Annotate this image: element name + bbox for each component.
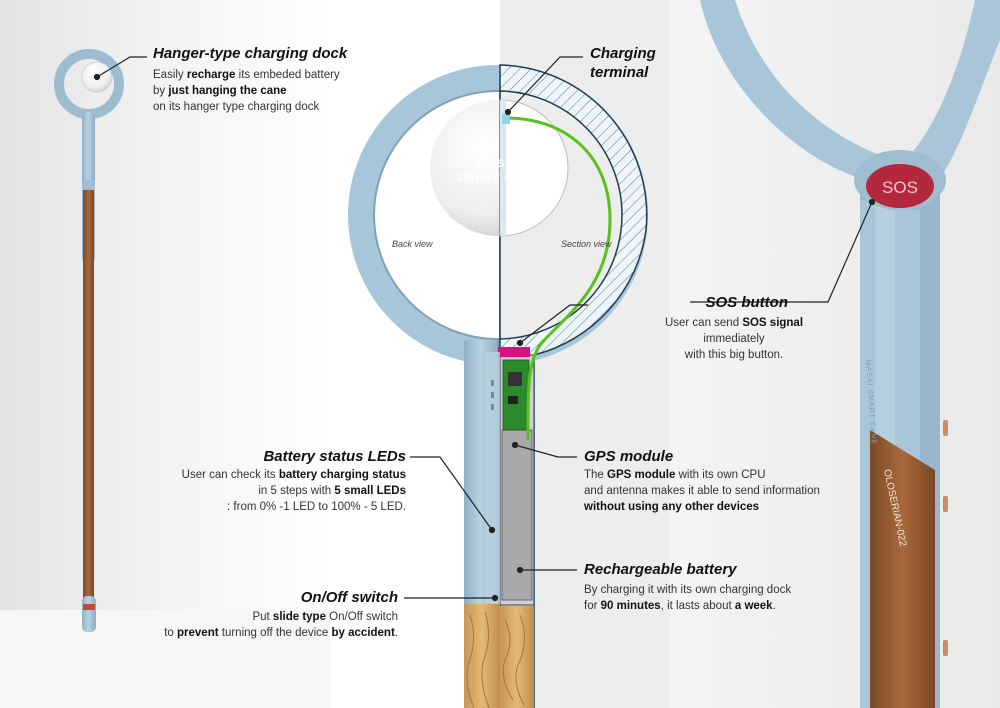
gps-desc: The GPS module with its own CPU and anten…	[584, 467, 844, 515]
sos-title: SOS button	[705, 294, 789, 311]
text-run: with this big button.	[684, 349, 784, 361]
battery-leds-title: Battery status LEDs	[263, 448, 406, 465]
text-line: in 5 steps with 5 small LEDs	[140, 483, 406, 499]
sos-button-label: SOS	[882, 178, 918, 197]
text-run: Put	[252, 611, 273, 623]
text-line: immediately	[640, 331, 828, 347]
section-view-caption: Section view	[561, 239, 612, 249]
text-run: to	[164, 627, 178, 639]
emphasis-text: 5 small LEDs	[334, 485, 406, 497]
gps-title: GPS module	[584, 448, 674, 465]
text-run: Easily	[153, 69, 187, 81]
text-run: in 5 steps with	[258, 485, 335, 497]
text-line: User can send SOS signal	[640, 315, 828, 331]
hanger-dock-title: Hanger-type charging dock	[153, 45, 348, 62]
charging-terminal-title-2: terminal	[590, 64, 649, 81]
leader-lines	[93, 56, 876, 602]
text-line: to prevent turning off the device by acc…	[120, 625, 398, 641]
text-line: without using any other devices	[584, 499, 844, 515]
text-run: on its hanger type charging dock	[153, 101, 320, 113]
emphasis-text: recharge	[186, 69, 236, 81]
text-run: with its own CPU	[675, 469, 766, 481]
emphasis-text: slide type	[272, 611, 326, 623]
text-run: : from 0% -1 LED to 100% - 5 LED.	[227, 501, 406, 513]
emphasis-text: GPS module	[607, 469, 676, 481]
emphasis-text: battery charging status	[278, 469, 406, 481]
emphasis-text: 90 minutes	[600, 600, 661, 612]
text-run: by	[153, 85, 169, 97]
text-run: .	[772, 600, 776, 612]
text-line: User can check its battery charging stat…	[140, 467, 406, 483]
emphasis-text: SOS signal	[742, 317, 804, 329]
emphasis-text: by accident	[331, 627, 395, 639]
text-line: Put slide type On/Off switch	[120, 609, 398, 625]
emphasis-text: without using any other devices	[584, 501, 760, 513]
text-run: .	[394, 627, 398, 639]
text-line: and antenna makes it able to send inform…	[584, 483, 844, 499]
text-run: By charging it with its own charging doc…	[584, 584, 792, 596]
text-line: for 90 minutes, it lasts about a week.	[584, 598, 844, 614]
charging-terminal-title-1: Charging	[590, 45, 656, 62]
emphasis-text: prevent	[177, 627, 219, 639]
text-run: and antenna makes it able to send inform…	[584, 485, 820, 497]
text-line: Easily recharge its embeded battery	[153, 67, 393, 83]
sos-desc: User can send SOS signal immediately with …	[640, 315, 828, 363]
text-run: immediately	[703, 333, 765, 345]
shaft-back	[464, 352, 500, 708]
text-run: turning off the device	[218, 627, 332, 639]
disc-logo-line2: SMART CANE	[456, 172, 540, 184]
text-line: By charging it with its own charging doc…	[584, 582, 844, 598]
text-run: User can check its	[181, 469, 279, 481]
switch-title: On/Off switch	[300, 589, 398, 606]
text-line: The GPS module with its own CPU	[584, 467, 844, 483]
text-run: On/Off switch	[325, 611, 398, 623]
text-line: : from 0% -1 LED to 100% - 5 LED.	[140, 499, 406, 515]
battery-leds-desc: User can check its battery charging stat…	[140, 467, 406, 515]
emphasis-text: just hanging the cane	[168, 85, 287, 97]
text-run: for	[584, 600, 601, 612]
closeup-cane: SOS OLOSERIAN-022 MASAI SMART CANE	[700, 0, 1000, 708]
battery-desc: By charging it with its own charging doc…	[584, 582, 844, 614]
text-line: on its hanger type charging dock	[153, 99, 393, 115]
battery-title: Rechargeable battery	[584, 561, 737, 578]
text-run: User can send	[664, 317, 743, 329]
text-run: , it lasts about	[660, 600, 735, 612]
text-run: its embeded battery	[235, 69, 340, 81]
text-line: with this big button.	[640, 347, 828, 363]
back-view-caption: Back view	[392, 239, 433, 249]
text-run: The	[584, 469, 608, 481]
disc-logo-line1: MASAI	[477, 158, 519, 170]
text-line: by just hanging the cane	[153, 83, 393, 99]
section-view	[498, 64, 648, 708]
emphasis-text: a week	[734, 600, 773, 612]
